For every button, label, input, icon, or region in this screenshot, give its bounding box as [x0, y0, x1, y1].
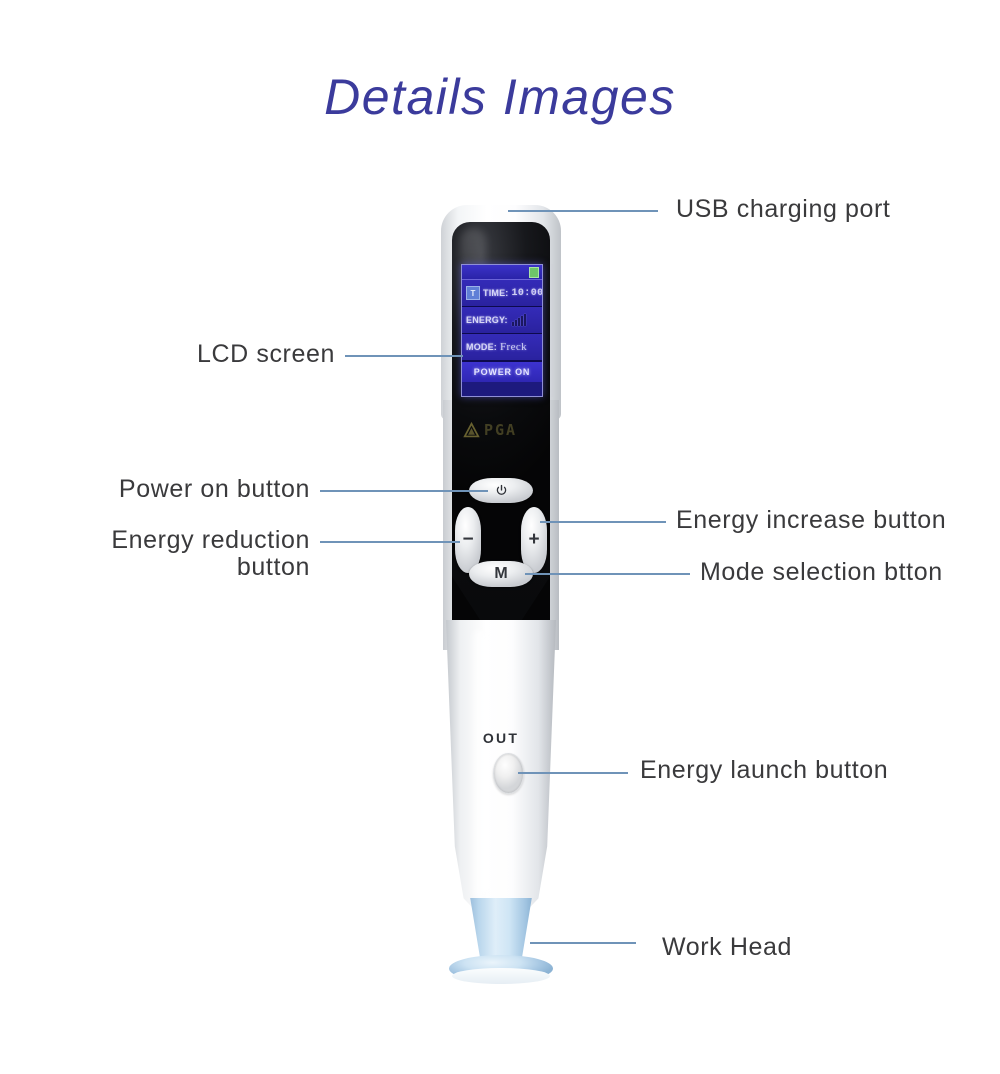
lcd-energy-label: ENERGY: [466, 315, 508, 325]
lcd-status-text: POWER ON [462, 361, 542, 382]
energy-bar [517, 318, 520, 326]
mode-selection-button[interactable]: M [469, 561, 533, 587]
out-label: OUT [482, 730, 520, 746]
grip-highlight [470, 630, 490, 900]
brand-logo: PGA [463, 419, 543, 441]
leader-line-energy-increase-button [540, 521, 666, 523]
callout-label-work-head: Work Head [662, 933, 792, 961]
triangle-logo-icon [463, 421, 480, 437]
energy-bar [511, 322, 514, 326]
leader-line-usb-charging-port [508, 210, 658, 212]
energy-bar [520, 316, 523, 326]
callout-label-lcd-screen: LCD screen [197, 340, 335, 368]
callout-label-energy-launch-button: Energy launch button [640, 756, 889, 784]
leader-line-lcd-screen [345, 355, 463, 357]
lcd-row-energy: ENERGY: [462, 307, 542, 334]
lcd-screen: T TIME: 10:00 ENERGY: MODE: Freck POWER … [461, 264, 543, 397]
callout-label-energy-reduction-button: Energy reduction button [111, 526, 310, 581]
callout-label-energy-increase-button: Energy increase button [676, 506, 947, 534]
callout-label-power-on-button: Power on button [118, 475, 310, 503]
energy-reduction-button[interactable]: − [455, 507, 481, 573]
energy-bar [523, 314, 526, 326]
page-title: Details Images [324, 69, 676, 125]
lcd-row-mode: MODE: Freck [462, 334, 542, 361]
lcd-mode-label: MODE: [466, 342, 497, 352]
work-head-base-rim [452, 968, 550, 984]
energy-level-bars [511, 314, 526, 326]
leader-line-energy-reduction-button [320, 541, 460, 543]
lcd-time-value: 10:00 [511, 287, 543, 299]
leader-line-mode-selection-button [525, 573, 690, 575]
power-icon [496, 484, 506, 495]
work-head-cone [470, 898, 532, 966]
lcd-status-bar [462, 265, 542, 280]
timer-icon: T [466, 286, 480, 300]
lcd-time-label: TIME: [483, 288, 509, 298]
leader-line-power-on-button [320, 490, 488, 492]
energy-increase-button[interactable]: + [521, 507, 547, 573]
leader-line-energy-launch-button [518, 772, 628, 774]
lcd-mode-value: Freck [500, 341, 528, 353]
brand-wordmark: PGA [484, 421, 518, 439]
leader-line-work-head [530, 942, 636, 944]
callout-label-usb-charging-port: USB charging port [676, 195, 891, 223]
energy-bar [514, 320, 517, 326]
battery-icon [529, 267, 539, 278]
lcd-row-time: T TIME: 10:00 [462, 280, 542, 307]
callout-label-mode-selection-button: Mode selection btton [700, 558, 943, 586]
